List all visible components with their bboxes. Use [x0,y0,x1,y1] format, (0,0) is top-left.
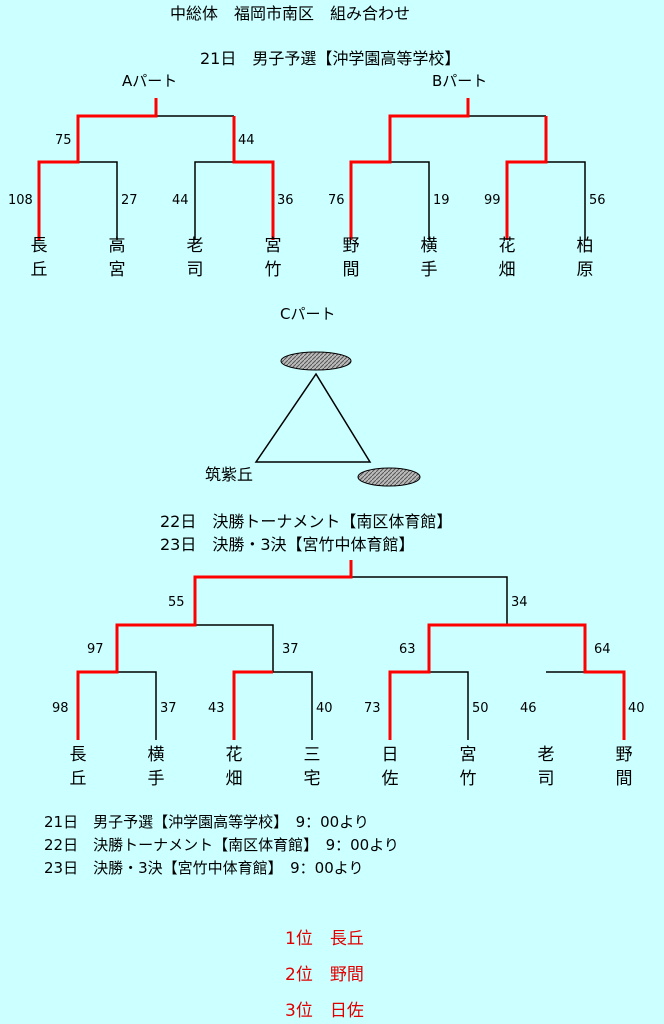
score-label: 44 [238,133,255,148]
part-a-label: Aパート [122,72,178,90]
team-name: 野間 [342,236,360,280]
team-name: 日佐 [381,745,399,789]
score-label: 46 [520,701,537,716]
score-label: 37 [160,701,177,716]
score-label: 97 [87,642,104,657]
score-label: 50 [472,701,489,716]
score-label: 43 [208,701,225,716]
team-name: 横手 [147,745,165,789]
score-label: 75 [55,133,72,148]
score-label: 63 [399,642,416,657]
team-name: 三宅 [303,745,321,789]
team-name: 老司 [537,745,555,789]
result-line: 3位 日佐 [285,1001,364,1021]
team-name: 横手 [420,236,438,280]
team-name: 長丘 [30,236,48,280]
hidden-team-ellipse-top [280,351,352,371]
result-line: 1位 長丘 [285,929,364,949]
schedule-line: 21日 男子予選【沖学園高等学校】 9：00より [44,813,369,831]
score-label: 55 [168,595,185,610]
score-label: 40 [316,701,333,716]
team-name: 高宮 [108,236,126,280]
team-name: 老司 [186,236,204,280]
score-label: 73 [364,701,381,716]
team-name: 宮竹 [459,745,477,789]
day22-header: 22日 決勝トーナメント【南区体育館】 [160,512,453,531]
day21-header: 21日 男子予選【沖学園高等学校】 [200,49,461,68]
team-name: 長丘 [69,745,87,789]
score-label: 34 [511,595,528,610]
score-label: 19 [433,193,450,208]
team-name: 花畑 [225,745,243,789]
score-label: 108 [8,193,33,208]
schedule-line: 22日 決勝トーナメント【南区体育館】 9：00より [44,836,399,854]
score-label: 27 [121,193,138,208]
part-c-label: Cパート [280,305,336,323]
score-label: 99 [484,193,501,208]
team-name: 柏原 [576,236,594,280]
score-label: 40 [628,701,645,716]
part-c-team: 筑紫丘 [205,465,254,484]
hidden-team-ellipse-right [357,467,421,487]
team-name: 野間 [615,745,633,789]
team-name: 花畑 [498,236,516,280]
score-label: 44 [172,193,189,208]
score-label: 76 [328,193,345,208]
team-name: 宮竹 [264,236,282,280]
result-line: 2位 野間 [285,965,364,985]
part-b-label: Bパート [432,72,488,90]
score-label: 36 [277,193,294,208]
score-label: 98 [52,701,69,716]
page-title: 中総体 福岡市南区 組み合わせ [170,4,411,23]
schedule-line: 23日 決勝・3決【宮竹中体育館】 9：00より [44,859,364,877]
score-label: 64 [594,642,611,657]
day23-header: 23日 決勝・3決【宮竹中体育館】 [160,535,415,554]
score-label: 37 [282,642,299,657]
score-label: 56 [589,193,606,208]
